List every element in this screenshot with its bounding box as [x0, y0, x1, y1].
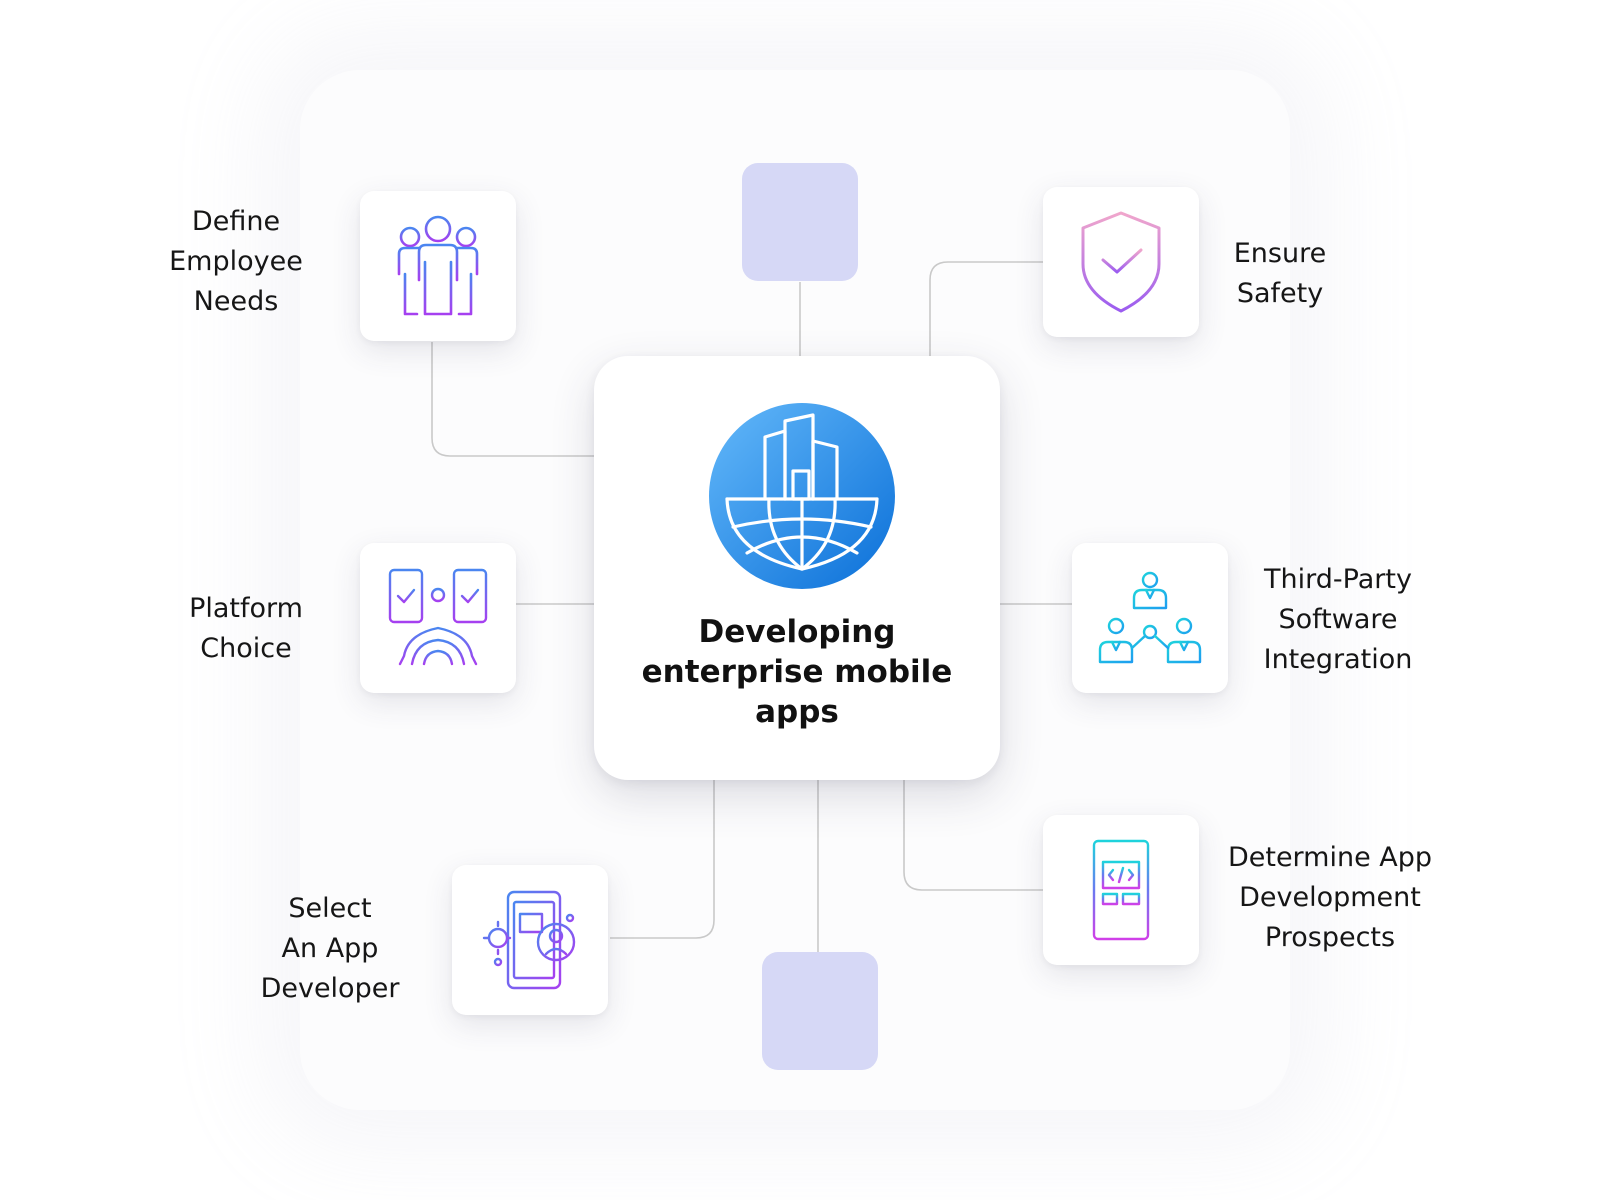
globe-buildings-icon [709, 403, 895, 589]
employee-needs-label: Define Employee Needs [169, 206, 303, 317]
decor-square-top [742, 163, 858, 281]
prospects-card[interactable] [1043, 815, 1199, 965]
platform-choice-label: Platform Choice [189, 593, 303, 664]
employee-needs-card[interactable] [360, 191, 516, 341]
shield-check-icon [1081, 211, 1161, 313]
employee-group-icon [397, 215, 479, 316]
network-people-icon [1098, 571, 1202, 664]
ensure-safety-label: Ensure Safety [1233, 238, 1327, 309]
integration-label: Third-Party Software Integration [1263, 564, 1413, 675]
connector-safety [929, 261, 1043, 356]
center-card[interactable]: Developing enterprise mobile apps [594, 356, 1000, 780]
connector-employee [431, 342, 594, 457]
platform-choice-card[interactable] [360, 543, 516, 693]
app-developer-card[interactable] [452, 865, 608, 1015]
integration-card[interactable] [1072, 543, 1228, 693]
ensure-safety-card[interactable] [1043, 187, 1199, 337]
connector-prospects [903, 780, 1043, 891]
app-developer-icon [482, 890, 576, 990]
center-title: Developing enterprise mobile apps [641, 614, 953, 730]
platform-devices-gear-icon [388, 568, 488, 666]
app-developer-label: Select An App Developer [260, 893, 400, 1004]
prospects-label: Determine App Development Prospects [1227, 842, 1433, 953]
decor-square-bottom [762, 952, 878, 1070]
mobile-code-icon [1092, 839, 1150, 941]
connector-developer [610, 780, 715, 939]
